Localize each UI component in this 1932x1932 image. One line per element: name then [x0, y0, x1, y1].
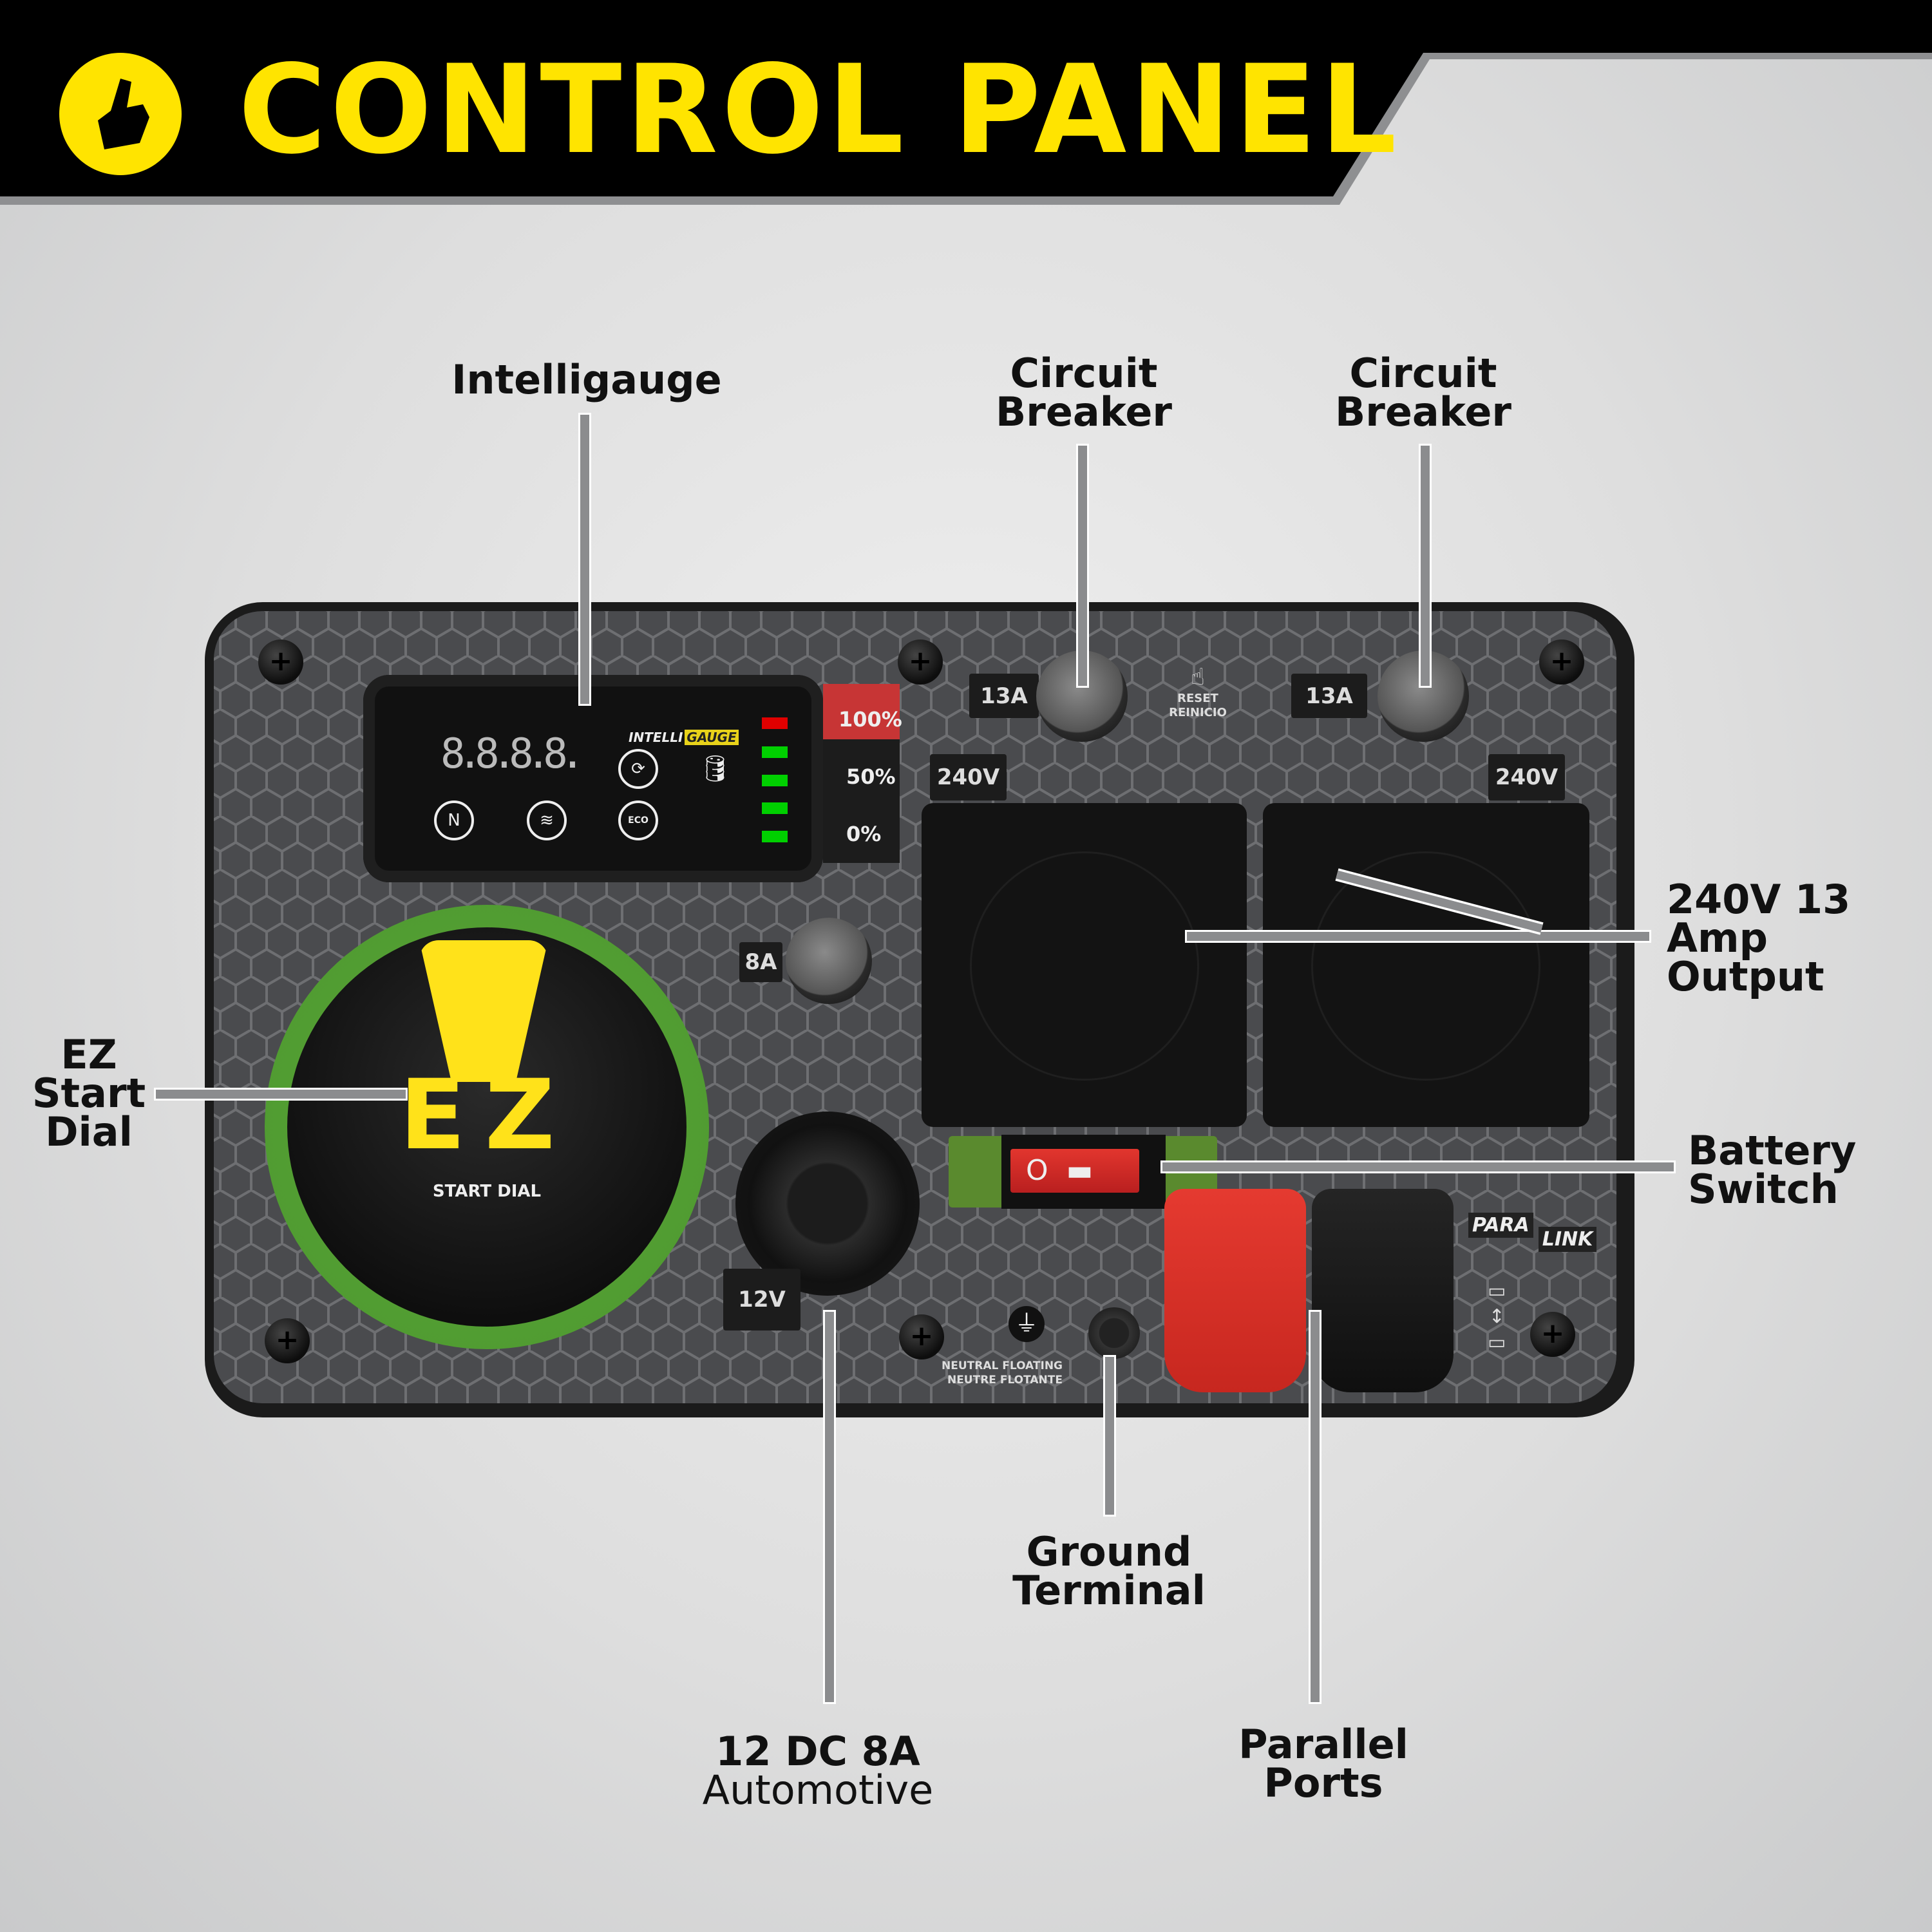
intelli-text: INTELLI — [629, 730, 683, 745]
label-line: 240V 13 — [1667, 876, 1851, 923]
callout-line-breaker-left — [1076, 444, 1089, 688]
breaker-rating-left: 13A — [969, 674, 1039, 718]
reinicio-text: REINICIO — [1169, 706, 1227, 719]
ez-logo: EZ — [399, 1059, 574, 1171]
intelligauge-display — [363, 675, 823, 882]
load-led — [762, 717, 788, 729]
paralink-logo: PARALINK — [1468, 1213, 1597, 1252]
callout-line-parallel — [1309, 1310, 1321, 1704]
callout-intelligauge: Intelligauge — [426, 356, 748, 403]
label-line: Automotive — [702, 1766, 934, 1814]
callout-line-ground — [1103, 1355, 1116, 1517]
callout-line-240v-diagonal — [1335, 868, 1544, 935]
label-line: Dial — [45, 1108, 133, 1155]
start-dial-text: START DIAL — [432, 1182, 542, 1201]
load-led — [762, 775, 788, 786]
screw — [1530, 1312, 1575, 1357]
screw — [1539, 639, 1584, 685]
label-line: Switch — [1688, 1166, 1839, 1213]
label-line: Breaker — [996, 388, 1172, 435]
voltage-label-right: 240V — [1488, 754, 1565, 800]
reset-text: RESET — [1177, 692, 1218, 705]
eco-label: ECO — [628, 815, 649, 826]
dc-voltage-label: 12V — [723, 1269, 800, 1331]
header-band — [0, 0, 1932, 205]
eco-icon: ECO — [618, 800, 658, 840]
neutral-en: NEUTRAL FLOATING — [941, 1359, 1063, 1372]
reset-label: ☝ RESET REINICIO — [1162, 663, 1233, 720]
load-scale — [823, 684, 900, 863]
label-line: Battery — [1688, 1127, 1857, 1174]
screw — [899, 1314, 944, 1359]
overload-icon: N — [434, 800, 474, 840]
touch-icon: ☝ — [1191, 664, 1205, 690]
screw — [258, 639, 303, 685]
ac-outlet-right[interactable] — [1263, 803, 1589, 1127]
para-text: PARA — [1468, 1213, 1533, 1238]
parallel-port-red[interactable] — [1164, 1189, 1306, 1392]
label-line: EZ — [61, 1031, 117, 1078]
label-line: Breaker — [1335, 388, 1511, 435]
oil-can-icon: 🛢 — [699, 754, 732, 784]
ground-symbol-icon: ⏚ — [1009, 1306, 1045, 1342]
neutral-fr: NEUTRE FLOTANTE — [947, 1374, 1063, 1387]
parallel-link-diagram-icon: ▭↕▭ — [1488, 1280, 1506, 1354]
breaker-rating-right: 13A — [1291, 674, 1367, 718]
callout-line-breaker-right — [1419, 444, 1432, 688]
voltage-label-left: 240V — [930, 754, 1007, 800]
intelligauge-label: Intelligauge — [451, 356, 722, 403]
gauge-text: GAUGE — [685, 730, 739, 745]
reset-cycle-icon: ⟳ — [618, 749, 658, 789]
scale-100: 100% — [838, 707, 902, 732]
label-line: Terminal — [1012, 1567, 1206, 1614]
callout-line-dc — [823, 1310, 836, 1704]
dc-breaker-rating: 8A — [739, 942, 782, 982]
label-line: Parallel — [1238, 1721, 1408, 1768]
parallel-link-icon: ≋ — [527, 800, 567, 840]
callout-line-intelligauge — [578, 413, 591, 706]
label-line: 12 DC 8A — [715, 1728, 920, 1775]
neutral-floating-label: NEUTRAL FLOATING NEUTRE FLOTANTE — [931, 1359, 1063, 1387]
ac-outlet-left[interactable] — [922, 803, 1247, 1127]
page-title: CONTROL PANEL — [238, 39, 1401, 181]
load-led — [762, 831, 788, 842]
scale-50: 50% — [846, 764, 896, 789]
battery-switch[interactable]: O ▬ — [1001, 1135, 1166, 1209]
load-led — [762, 802, 788, 814]
parallel-port-black[interactable] — [1312, 1189, 1454, 1392]
label-line: Amp Output — [1667, 914, 1824, 1000]
label-line: Ports — [1264, 1759, 1383, 1806]
hand-pointer-icon — [59, 53, 182, 175]
label-line: Start — [32, 1070, 146, 1117]
label-line: Circuit — [1349, 350, 1497, 397]
label-line: Circuit — [1010, 350, 1158, 397]
screw — [898, 639, 943, 685]
callout-line-ez-dial — [154, 1088, 408, 1101]
link-text: LINK — [1538, 1227, 1597, 1252]
label-line: Ground — [1026, 1528, 1192, 1575]
dc-12v-socket[interactable] — [735, 1112, 920, 1296]
callout-line-battery-switch — [1160, 1160, 1676, 1173]
ground-terminal[interactable] — [1088, 1307, 1140, 1359]
ez-start-dial[interactable]: EZ START DIAL — [265, 905, 709, 1349]
scale-0: 0% — [846, 822, 882, 846]
digit-display: 8.8.8.8. — [440, 730, 585, 778]
load-led — [762, 746, 788, 758]
screw — [265, 1318, 310, 1363]
dc-circuit-breaker[interactable] — [786, 918, 872, 1004]
